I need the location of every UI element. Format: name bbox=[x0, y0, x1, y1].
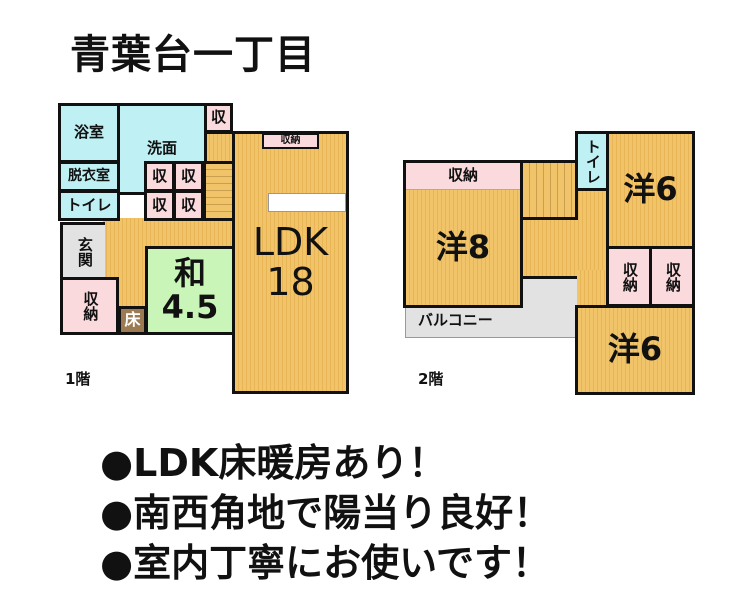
storage-entrance: 収納 bbox=[60, 277, 119, 335]
room-western-6-top: 洋6 bbox=[606, 131, 695, 249]
storage-4: 収 bbox=[173, 190, 204, 221]
entrance: 玄関 bbox=[60, 222, 105, 279]
feature-3: ●室内丁寧にお使いです！ bbox=[100, 541, 551, 585]
room-toilet: トイレ bbox=[58, 190, 120, 221]
ldk-name: LDK bbox=[252, 219, 329, 264]
storage-2: 収 bbox=[173, 161, 204, 192]
storage-2f-2: 収納 bbox=[649, 246, 695, 307]
floor-label-1f: 1階 bbox=[65, 370, 91, 388]
room-bath: 浴室 bbox=[58, 103, 120, 163]
room-western-6-bottom: 洋6 bbox=[575, 305, 695, 395]
feature-1: ●LDK床暖房あり！ bbox=[100, 441, 447, 485]
kitchen-counter bbox=[268, 193, 346, 212]
stairs-2f bbox=[520, 160, 578, 220]
hallway-2f-lower bbox=[577, 270, 609, 310]
page-title: 青葉台一丁目 bbox=[70, 32, 316, 78]
japanese-room-size: 4.5 bbox=[161, 287, 219, 326]
storage-ldk: 収納 bbox=[262, 133, 319, 149]
feature-2: ●南西角地で陽当り良好！ bbox=[100, 491, 552, 535]
storage-3: 収 bbox=[144, 190, 175, 221]
hallway bbox=[103, 218, 235, 250]
ldk-size: 18 bbox=[266, 259, 315, 304]
storage-small: 収 bbox=[204, 103, 233, 133]
stairs-1f bbox=[203, 161, 235, 221]
western8-name: 洋8 bbox=[435, 228, 491, 267]
floor-label-2f: 2階 bbox=[418, 370, 444, 388]
hallway-upper bbox=[203, 131, 235, 163]
tokonoma: 床 bbox=[118, 306, 147, 335]
room-toilet-2f: トイレ bbox=[575, 131, 609, 191]
storage-1: 収 bbox=[144, 161, 175, 192]
room-dressing: 脱衣室 bbox=[58, 161, 120, 192]
room-ldk: LDK 18 bbox=[232, 131, 349, 394]
room-japanese: 和 4.5 bbox=[145, 246, 235, 335]
storage-western-8: 収納 bbox=[406, 163, 520, 190]
japanese-room-name: 和 bbox=[173, 253, 206, 292]
storage-2f-1: 収納 bbox=[606, 246, 652, 307]
